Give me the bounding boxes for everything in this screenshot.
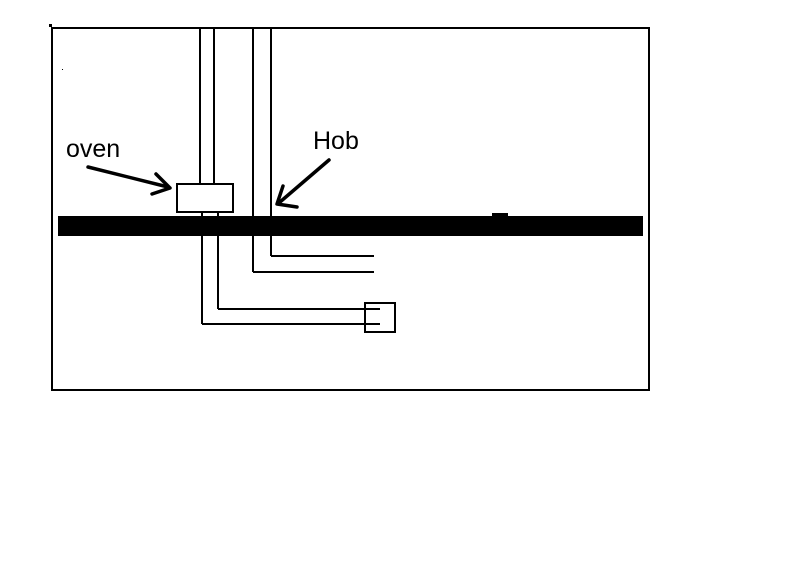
bar-bump bbox=[492, 213, 508, 217]
hob-label: Hob bbox=[313, 127, 359, 155]
oven-label: oven bbox=[66, 135, 120, 163]
worktop-bar bbox=[58, 216, 643, 236]
stray-mark bbox=[62, 69, 63, 70]
hob-arrow-icon bbox=[275, 158, 331, 209]
stray-mark bbox=[49, 24, 52, 27]
outlet-box bbox=[364, 302, 396, 333]
oven-junction-box bbox=[176, 183, 234, 213]
oven-arrow-icon bbox=[86, 165, 172, 196]
wall-frame bbox=[51, 27, 650, 391]
